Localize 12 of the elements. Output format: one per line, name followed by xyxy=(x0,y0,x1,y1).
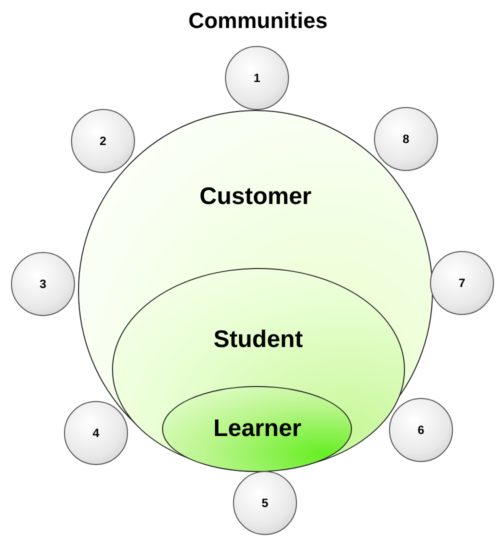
circle-number: 7 xyxy=(458,276,466,290)
circle-number: 2 xyxy=(98,134,108,148)
title: Communities xyxy=(187,8,329,34)
circle-number: 5 xyxy=(260,496,270,510)
circle-label: Customer xyxy=(198,183,313,211)
circle-number: 8 xyxy=(402,132,410,146)
circle-label: Student xyxy=(212,326,304,354)
circle-number: 3 xyxy=(38,277,48,291)
circle-label: Learner xyxy=(212,415,302,444)
circle-number: 4 xyxy=(92,426,100,440)
circle-number: 6 xyxy=(416,423,426,437)
circle-number: 1 xyxy=(252,71,262,85)
